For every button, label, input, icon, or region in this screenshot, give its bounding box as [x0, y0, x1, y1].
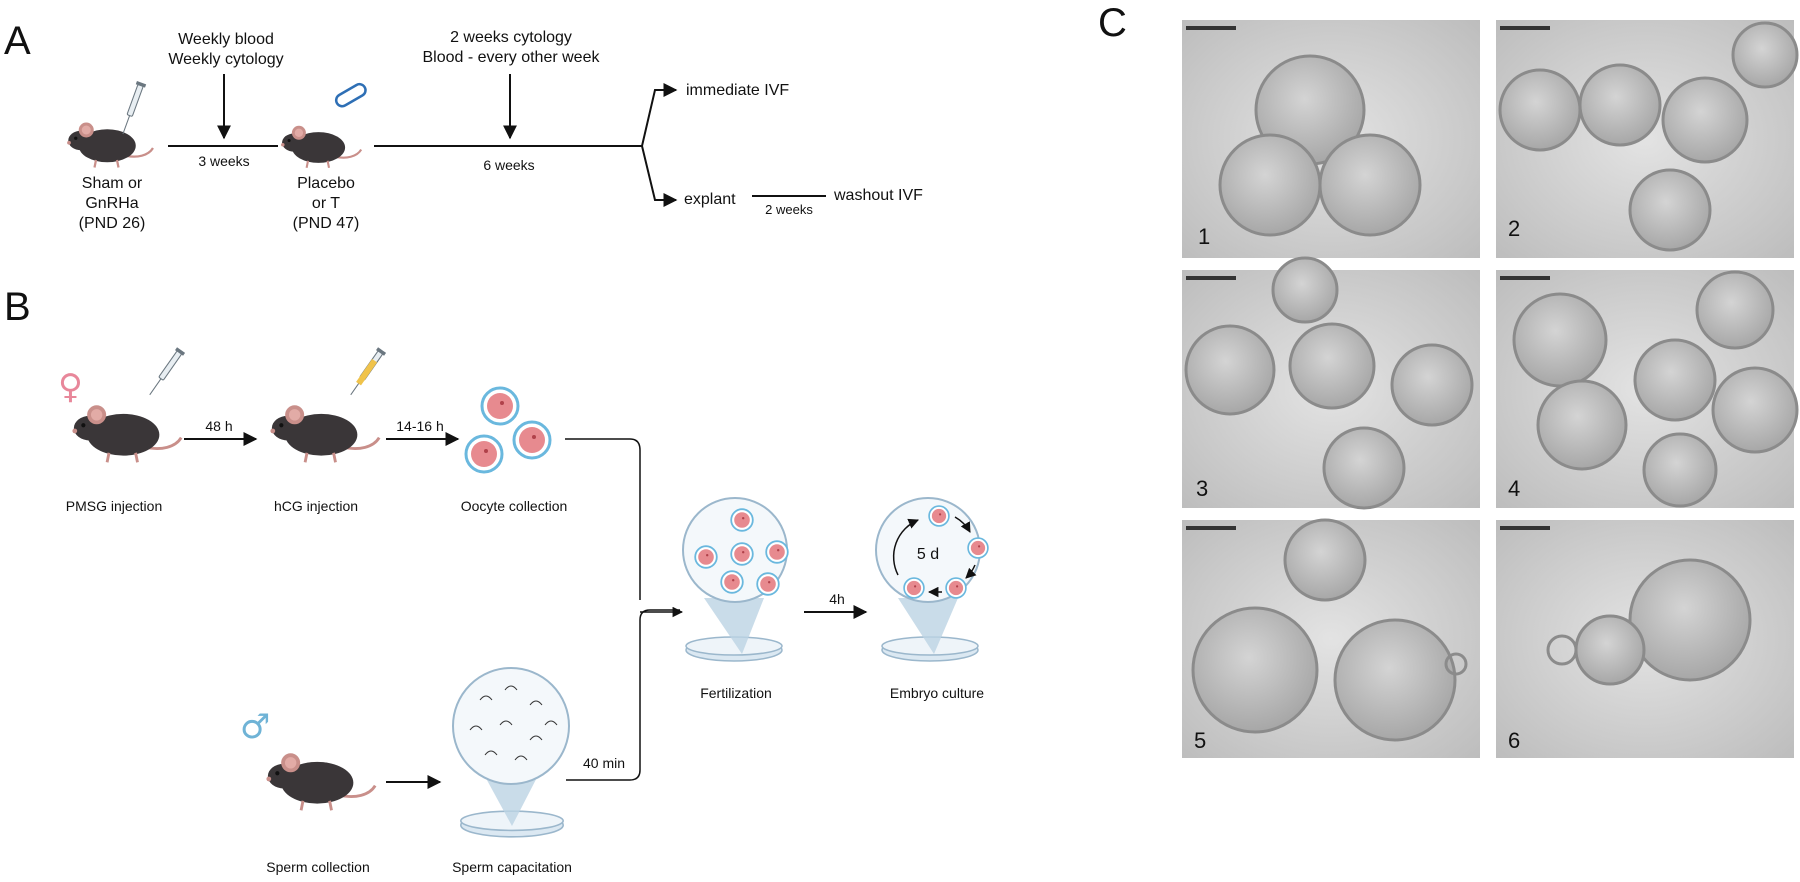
- weekly-blood-note: Weekly blood: [178, 31, 274, 48]
- washout-ivf-label: washout IVF: [833, 187, 923, 204]
- micrograph-4: 4: [1496, 270, 1799, 508]
- micrograph-6: 6: [1496, 520, 1794, 758]
- mouse2-label-line2: or T: [312, 195, 340, 212]
- micrograph-number: 6: [1508, 728, 1520, 753]
- male-symbol-icon: ♂: [240, 707, 270, 747]
- label-40min: 40 min: [583, 755, 625, 771]
- interval-6-weeks: 6 weeks: [483, 157, 534, 173]
- embryo-stage-icon: [945, 577, 967, 599]
- micrograph-number: 5: [1194, 728, 1206, 753]
- micrograph-number: 4: [1508, 476, 1520, 501]
- interval-3-weeks: 3 weeks: [198, 153, 249, 169]
- micrograph-2: 2: [1496, 20, 1799, 258]
- connector-sperm: [566, 609, 680, 781]
- sperm-capacitation-dish: [452, 667, 570, 838]
- female-symbol-icon: ♀: [58, 367, 83, 407]
- branch-up: [641, 89, 672, 147]
- two-week-cytology-note: 2 weeks cytology: [450, 29, 572, 46]
- oocyte-icon: [480, 386, 520, 426]
- immediate-ivf-label: immediate IVF: [686, 82, 789, 99]
- micrograph-number: 1: [1198, 224, 1210, 249]
- panel-b-workflow: ♀ PMSG injection 48 h hCG injection 14-1…: [58, 346, 989, 875]
- pmsg-injection-label: PMSG injection: [66, 498, 162, 514]
- micrograph-5: 5: [1182, 518, 1480, 758]
- micrograph-3: 3: [1182, 256, 1480, 510]
- sperm-cells: [469, 685, 558, 761]
- label-48h: 48 h: [205, 418, 232, 434]
- embryo-stage-icon: [903, 577, 925, 599]
- sperm-collection-label: Sperm collection: [266, 859, 370, 875]
- oocyte-icon: [464, 434, 504, 474]
- hcg-injection-label: hCG injection: [274, 498, 358, 514]
- oocyte-icon: [694, 545, 718, 569]
- syringe-icon: [117, 80, 147, 137]
- oocyte-cluster: [464, 386, 552, 474]
- explant-label: explant: [684, 191, 736, 208]
- panel-a-timeline: Sham or GnRHa (PND 26) Weekly blood Week…: [66, 29, 923, 232]
- syringe-hcg-icon: [346, 346, 387, 399]
- magnified-view: [452, 667, 570, 785]
- oocyte-icon: [730, 508, 754, 532]
- micrograph-number: 3: [1196, 476, 1208, 501]
- embryo-stage-icon: [967, 537, 989, 559]
- weekly-cytology-note: Weekly cytology: [168, 51, 283, 68]
- embryo-stage-icon: [928, 505, 950, 527]
- mouse-female-icon: [70, 403, 183, 464]
- panel-letter-a: A: [4, 19, 31, 63]
- fertilization-label: Fertilization: [700, 685, 772, 701]
- panel-letter-c: C: [1098, 1, 1127, 45]
- micrograph-1: 1: [1182, 20, 1480, 258]
- oocyte-icon: [720, 570, 744, 594]
- mouse-icon: [66, 121, 155, 169]
- mouse-male-icon: [264, 751, 377, 812]
- mouse-hcg-icon: [268, 403, 381, 464]
- oocyte-icon: [730, 542, 754, 566]
- mouse1-label-line3: (PND 26): [79, 215, 146, 232]
- interval-2-weeks: 2 weeks: [765, 202, 813, 217]
- mouse2-label-line1: Placebo: [297, 175, 355, 192]
- panel-letter-b: B: [4, 285, 31, 329]
- sperm-capacitation-label: Sperm capacitation: [452, 859, 572, 875]
- oocyte-icon: [512, 420, 552, 460]
- fertilization-dish: [682, 497, 789, 662]
- syringe-pmsg-icon: [145, 346, 186, 399]
- oocyte-icon: [756, 572, 780, 596]
- panel-c-micrographs: 1 2 3: [1182, 20, 1799, 758]
- connector-oocyte: [565, 438, 641, 600]
- embryo-culture-dish: 5 d: [875, 497, 989, 662]
- culture-days-label: 5 d: [917, 546, 939, 563]
- mouse-icon-2: [280, 124, 363, 169]
- embryo-culture-label: Embryo culture: [890, 685, 984, 701]
- oocyte-icon: [765, 540, 789, 564]
- label-4h: 4h: [829, 591, 845, 607]
- blood-every-other-week-note: Blood - every other week: [423, 49, 601, 66]
- oocyte-collection-label: Oocyte collection: [461, 498, 568, 514]
- mouse1-label-line2: GnRHa: [85, 195, 138, 212]
- branch-down: [641, 145, 672, 201]
- mouse1-label-line1: Sham or: [82, 175, 143, 192]
- implant-icon: [334, 82, 367, 108]
- mouse2-label-line3: (PND 47): [293, 215, 360, 232]
- label-14-16h: 14-16 h: [396, 418, 443, 434]
- micrograph-number: 2: [1508, 216, 1520, 241]
